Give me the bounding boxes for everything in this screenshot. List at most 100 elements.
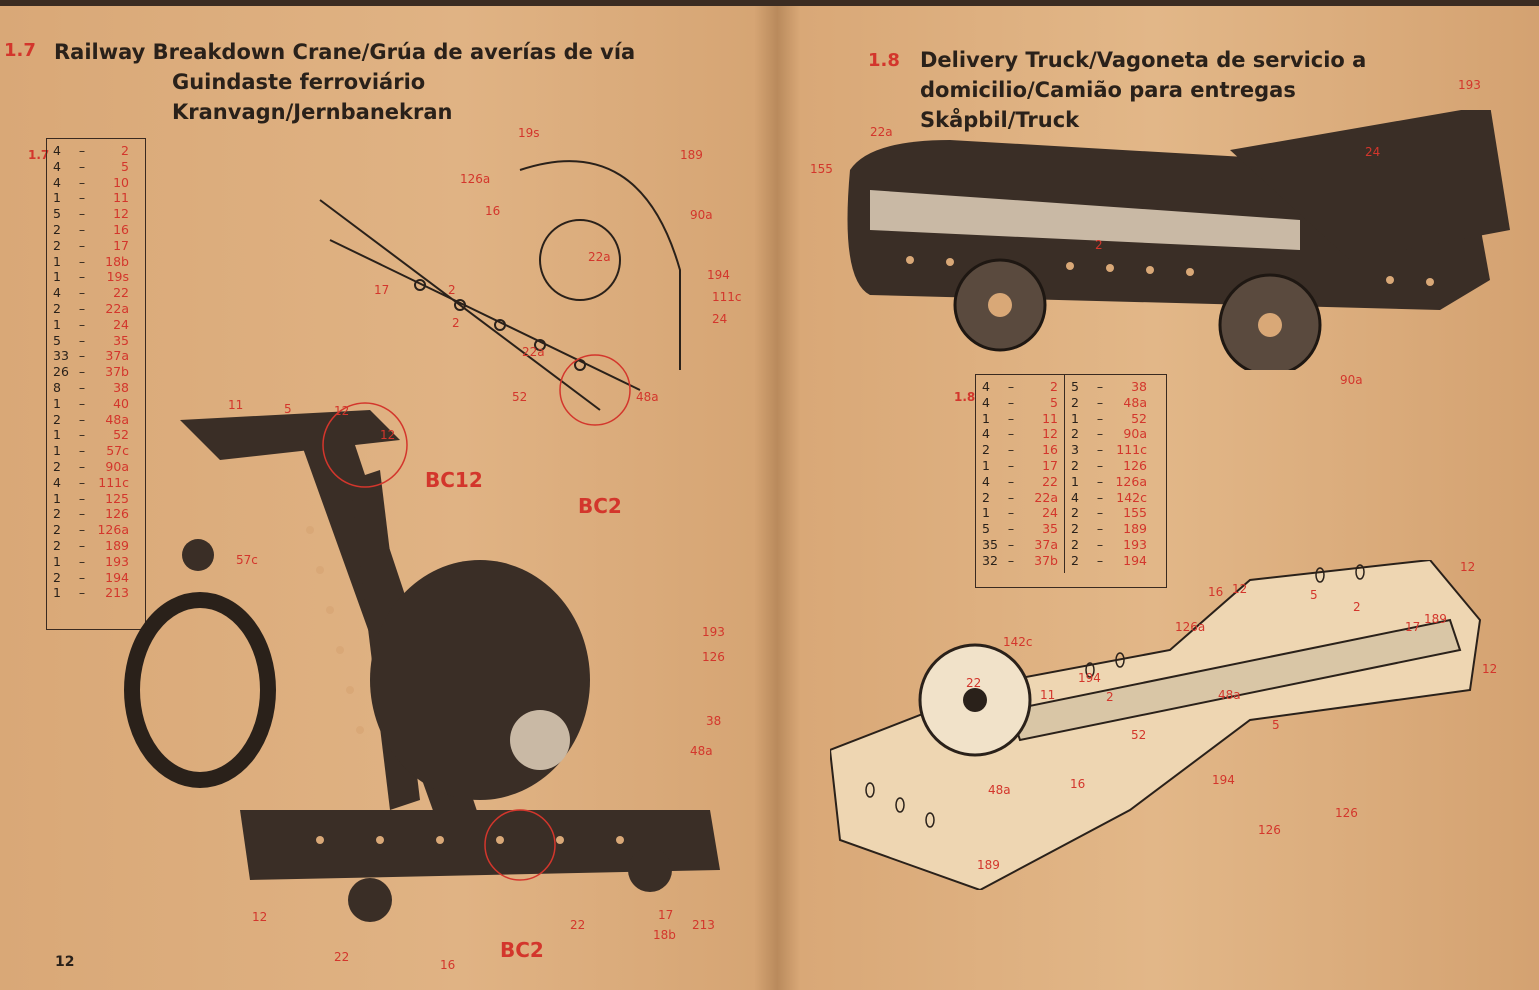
part-callout: 11 [228,398,244,412]
dash: – [1096,442,1104,458]
part-callout: 52 [512,390,528,404]
part-quantity: 2 [982,489,990,505]
parts-list-row: 2 – 189 [53,538,129,554]
parts-list-row: 1–57c [53,443,129,459]
parts-list-row: 2–22a [53,301,129,317]
part-quantity: 1 [53,190,61,206]
part-quantity: 1 [53,585,61,601]
part-number: 111c [98,474,129,490]
parts-list-row: 2–194 [53,570,129,586]
part-callout: 22 [966,676,982,690]
dash: – [78,300,86,316]
part-callout: 48a [690,744,713,758]
parts-list-row: 26–37b [53,364,129,380]
scan-edge [0,0,1539,6]
part-quantity: 2 [53,300,61,316]
part-callout: 126 [702,650,725,664]
part-number: 38 [113,379,129,395]
parts-list-row: 4–10 [53,175,129,191]
part-number: 38 [1131,379,1147,394]
part-quantity: 4 [1071,489,1079,505]
part-callout: 12 [1232,582,1248,596]
parts-list-row: 1–11 [53,190,129,206]
parts-list-row: 1–213 [53,585,129,601]
part-quantity: 1 [53,490,61,506]
dash: – [1096,410,1104,426]
part-quantity: 1 [1071,473,1079,489]
part-callout: 16 [485,204,501,218]
part-quantity: 2 [982,442,990,458]
part-number: 48a [1123,394,1147,410]
model-number: 1.8 [868,50,900,71]
part-callout: 194 [707,268,730,282]
bc12-label: BC12 [425,468,483,492]
part-quantity: 1 [1071,410,1079,426]
part-quantity: 1 [53,553,61,569]
dash: – [1096,489,1104,505]
part-callout: 2 [452,316,460,330]
dash: – [78,190,86,206]
part-number: 5 [121,158,129,174]
part-quantity: 4 [982,473,990,489]
part-number: 22 [113,285,129,301]
part-callout: 48a [636,390,659,404]
part-quantity: 1 [53,269,61,285]
part-number: 22 [1042,473,1058,489]
part-quantity: 8 [53,379,61,395]
parts-list-row: 2–48a [53,412,129,428]
parts-list-row: 2–194 [1071,553,1147,569]
parts-list-row: 4–142c [1071,490,1147,506]
part-quantity: 2 [53,411,61,427]
parts-list-row: 8–38 [53,380,129,396]
dash: – [1007,473,1015,489]
dash: – [78,174,86,190]
parts-list-row: 33–37a [53,348,129,364]
dash: – [78,427,86,443]
part-number: 189 [1123,521,1147,537]
part-quantity: 1 [53,427,61,443]
part-callout: 189 [977,858,1000,872]
part-callout: 90a [690,208,713,222]
parts-list-row: 1–125 [53,491,129,507]
parts-list-row: 2–22a [982,490,1058,506]
part-number: 52 [1131,410,1147,426]
part-callout: 57c [236,553,258,567]
part-callout: 189 [1424,612,1447,626]
part-number: 12 [1042,426,1058,442]
part-number: 24 [113,316,129,332]
bc2-label: BC2 [578,494,622,518]
part-number: 19s [106,269,129,285]
parts-list-row: 2–90a [53,459,129,475]
part-callout: 22a [522,345,545,359]
dash: – [1007,505,1015,521]
bc2-label: BC2 [500,938,544,962]
part-number: 22a [1034,489,1058,505]
parts-list-row: 4–2 [53,143,129,159]
dash: – [78,537,86,553]
part-callout: 126 [1258,823,1281,837]
part-callout: 18b [653,928,676,942]
model-title-sv: Kranvagn/Jernbanekran [172,100,453,124]
part-callout: 5 [1272,718,1280,732]
parts-list-row: 2–189 [1071,521,1147,537]
dash: – [1096,521,1104,537]
truck-illustration [847,110,1510,370]
part-number: 37b [105,364,129,380]
part-number: 2 [121,143,129,158]
part-number: 189 [105,537,129,553]
part-callout: 213 [692,918,715,932]
page-number: 12 [55,954,75,970]
parts-list-row: 1–193 [53,554,129,570]
part-callout: 22a [588,250,611,264]
part-number: 17 [113,237,129,253]
part-callout: 12 [334,404,350,418]
part-quantity: 2 [53,458,61,474]
part-quantity: 1 [982,410,990,426]
part-callout: 12 [380,428,396,442]
part-quantity: 5 [982,521,990,537]
part-quantity: 4 [982,379,990,394]
parts-list-row: 2–16 [982,442,1058,458]
part-quantity: 2 [53,537,61,553]
parts-list-row: 4–22 [53,285,129,301]
parts-list-row: 4–5 [53,159,129,175]
